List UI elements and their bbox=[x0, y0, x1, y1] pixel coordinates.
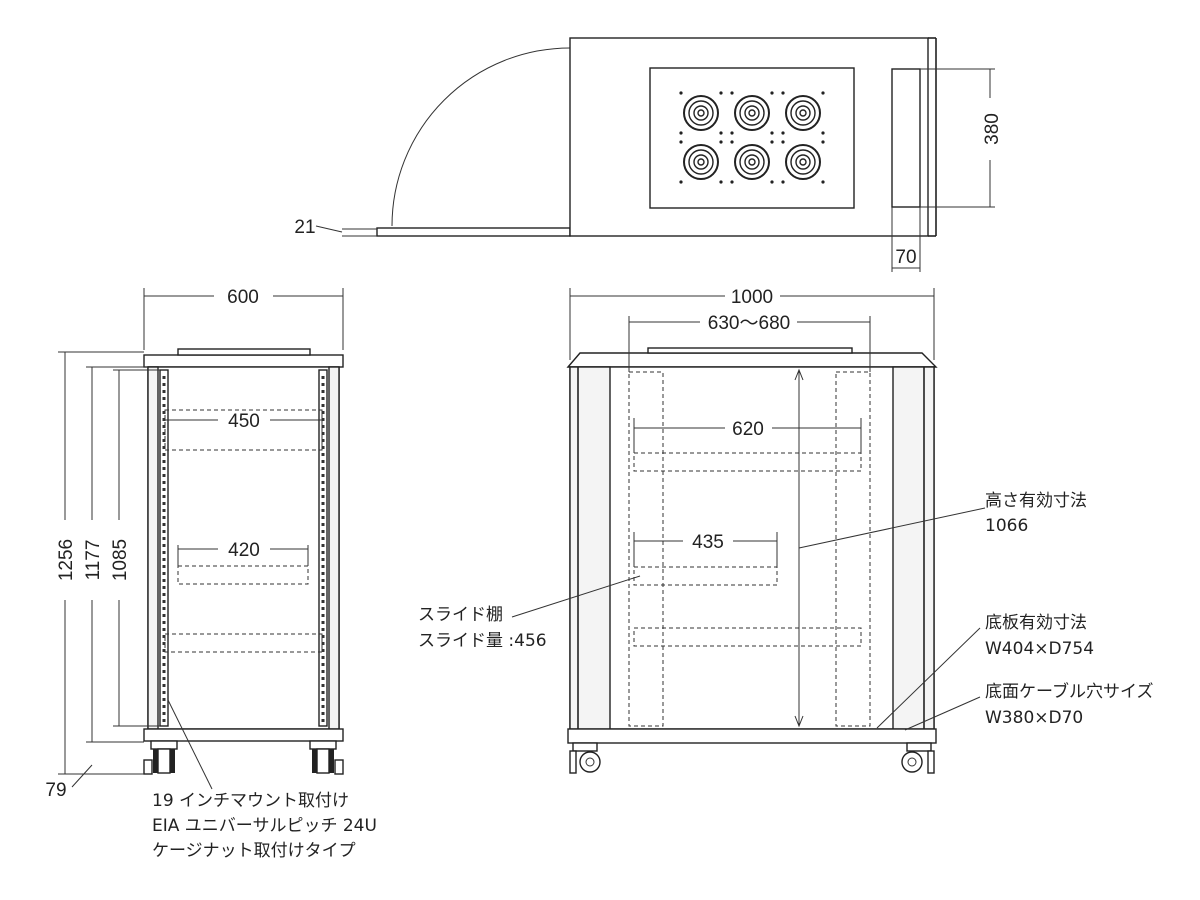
dim-600: 600 bbox=[227, 287, 259, 308]
cable-hole-value: W380×D70 bbox=[985, 708, 1083, 728]
dim-380: 380 bbox=[982, 113, 1003, 145]
door-swing-arc bbox=[391, 47, 571, 227]
dim-620: 620 bbox=[732, 419, 764, 440]
effective-height-label: 高さ有効寸法 bbox=[985, 491, 1087, 511]
mount-rail-left bbox=[159, 369, 169, 727]
dim-450: 450 bbox=[228, 411, 260, 432]
dim-1085: 1085 bbox=[110, 539, 131, 581]
mount-rail-right bbox=[318, 369, 328, 727]
fan-icon bbox=[785, 144, 821, 180]
fan-icon bbox=[734, 144, 770, 180]
fan-group bbox=[679, 91, 825, 184]
cable-hole-label: 底面ケーブル穴サイズ bbox=[985, 681, 1153, 702]
fan-icon bbox=[683, 144, 719, 180]
cable-hole bbox=[891, 68, 921, 208]
rail-rear-dashed bbox=[835, 371, 871, 727]
slide-shelf-label: スライド棚 bbox=[418, 605, 503, 625]
front-body bbox=[147, 366, 340, 730]
bottom-plate-value: W404×D754 bbox=[985, 639, 1094, 659]
effective-height-value: 1066 bbox=[985, 516, 1028, 536]
side-view: 1000 630〜680 620 435 高さ有効寸法 1066 スライド棚 ス… bbox=[418, 287, 1153, 774]
side-body bbox=[569, 366, 935, 730]
fan-icon bbox=[683, 95, 719, 131]
front-casters bbox=[143, 740, 344, 775]
dim-1256: 1256 bbox=[56, 539, 77, 581]
fan-icon bbox=[785, 95, 821, 131]
door-leaf bbox=[376, 227, 571, 237]
mount-note-line3: ケージナット取付けタイプ bbox=[152, 841, 356, 861]
bottom-plate-label: 底板有効寸法 bbox=[985, 613, 1087, 633]
dim-1177: 1177 bbox=[83, 540, 104, 581]
side-top-cap bbox=[566, 352, 938, 368]
front-view: 600 450 420 1256 1177 1085 79 19 インチマウン bbox=[45, 287, 377, 861]
mount-note-line2: EIA ユニバーサルピッチ 24U bbox=[152, 816, 377, 836]
side-casters bbox=[569, 742, 935, 774]
dim-630-680: 630〜680 bbox=[708, 313, 790, 334]
dim-79: 79 bbox=[45, 780, 66, 801]
dim-420: 420 bbox=[228, 540, 260, 561]
dim-21: 21 bbox=[294, 217, 315, 238]
fan-panel bbox=[649, 67, 855, 209]
front-top-cap bbox=[143, 354, 344, 368]
fan-icon bbox=[734, 95, 770, 131]
rail-front-dashed bbox=[628, 371, 664, 727]
dim-70: 70 bbox=[895, 247, 916, 268]
slide-shelf-amount: スライド量 :456 bbox=[418, 631, 547, 651]
dim-1000: 1000 bbox=[731, 287, 773, 308]
rail-holes bbox=[162, 376, 325, 722]
dim-435: 435 bbox=[692, 532, 724, 553]
top-view: 380 70 21 bbox=[294, 37, 1003, 272]
mount-note-line1: 19 インチマウント取付け bbox=[152, 791, 349, 811]
